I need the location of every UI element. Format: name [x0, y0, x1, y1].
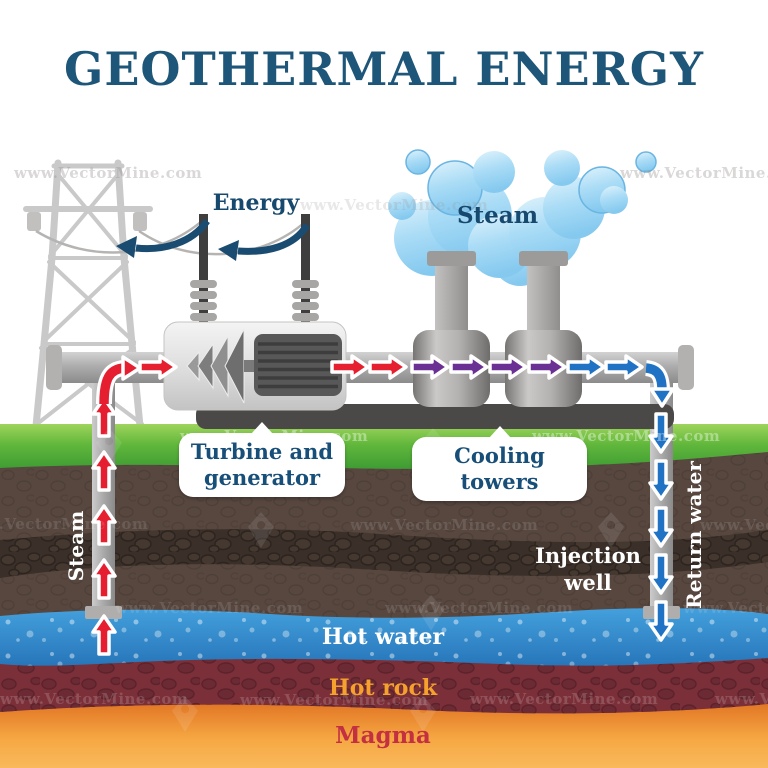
flow-arrow-right-icon [449, 354, 489, 380]
callout-pointer-icon [488, 426, 511, 438]
callout-line: towers [460, 469, 539, 494]
return-water-arrows [566, 354, 675, 642]
flow-arrow-up-icon [91, 396, 117, 438]
steam-flow-arrows [91, 354, 408, 656]
callout-line: Turbine and [190, 439, 334, 464]
flow-arrow-right-icon [138, 354, 178, 380]
energy-arrow-icon [116, 236, 137, 258]
flow-arrow-down-icon [648, 506, 674, 548]
hot-water-label: Hot water [321, 624, 445, 650]
return-water-label: Return water [682, 461, 706, 609]
transmission-tower [23, 159, 153, 430]
flow-arrow-right-icon [368, 354, 408, 380]
callout-line: Cooling [454, 443, 545, 468]
flow-arrow-down-icon [648, 412, 674, 454]
energy-arrow-icon [218, 240, 239, 261]
flow-arrow-down-icon [649, 387, 675, 408]
injection-well-label: Injection well [535, 543, 641, 595]
flow-arrow-up-icon [91, 504, 117, 546]
steam-well-label: Steam [64, 510, 88, 582]
turbine-generator [163, 214, 347, 411]
callout-pointer-icon [251, 422, 273, 434]
flow-arrow-right-icon [604, 354, 644, 380]
steam-cloud-label: Steam [456, 202, 539, 229]
flow-arrow-right-icon [527, 354, 567, 380]
turbine-blades-icon [186, 328, 245, 404]
power-lines [35, 219, 306, 256]
flow-arrow-right-icon [410, 354, 450, 380]
coolant-flow-arrows [410, 354, 567, 380]
flow-arrow-right-icon [121, 355, 142, 381]
callout-line: generator [203, 465, 321, 490]
energy-arrows [116, 218, 311, 261]
flow-arrow-right-icon [566, 354, 606, 380]
flow-arrow-down-icon [648, 459, 674, 501]
turbine-generator-callout: Turbine and generator [179, 422, 345, 497]
page-title: GEOTHERMAL ENERGY [64, 42, 704, 96]
magma-label: Magma [335, 722, 431, 749]
energy-label: Energy [212, 190, 300, 216]
rock-layer [0, 529, 768, 578]
insulator-stack-icon [190, 280, 319, 321]
flow-arrow-up-icon [91, 450, 117, 492]
hot-rock-label: Hot rock [328, 675, 438, 701]
cooling-towers-callout: Cooling towers [412, 426, 587, 501]
flow-arrow-right-icon [488, 354, 528, 380]
flow-arrow-down-icon [648, 553, 674, 595]
flow-arrow-up-icon [91, 558, 117, 600]
flow-arrow-up-icon [91, 614, 117, 656]
flow-arrow-down-icon [648, 600, 674, 642]
flow-arrow-right-icon [330, 354, 370, 380]
water-layer [0, 608, 768, 666]
